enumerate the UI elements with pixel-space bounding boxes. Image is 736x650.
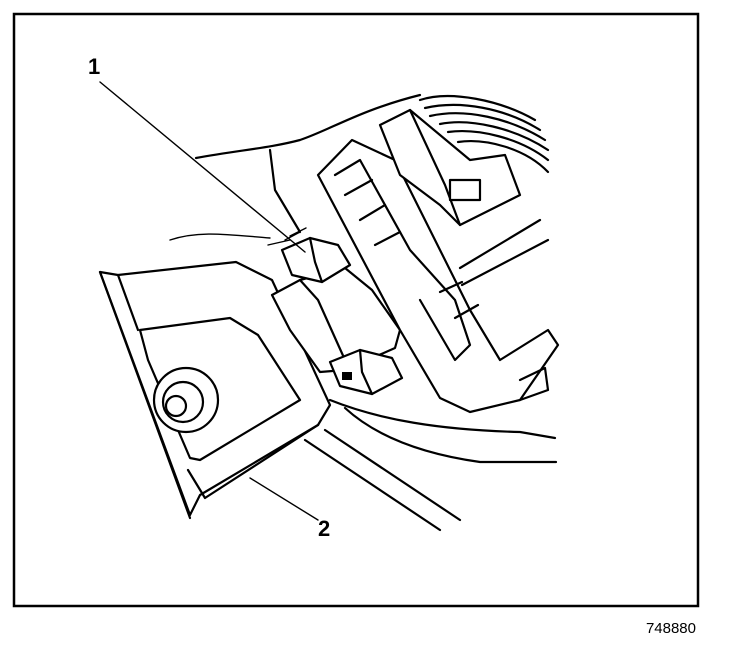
panel-edge-left — [169, 233, 271, 241]
connector-plug-latch — [448, 178, 482, 202]
connector-plug-face — [408, 108, 462, 227]
bracket-side-edge — [98, 270, 192, 520]
panel-edge-mid — [268, 148, 302, 234]
nut-lower-shadow — [342, 372, 352, 380]
nut-upper-hatch — [267, 227, 307, 246]
body-contour-lower2 — [343, 406, 558, 464]
connector-plug — [378, 108, 522, 227]
sensor-body-edge — [298, 278, 347, 362]
callout-2-leader — [249, 477, 319, 521]
callout-2-label: 2 — [318, 516, 331, 541]
connector-housing-ribs — [343, 178, 480, 320]
panel-edge-upper — [194, 93, 422, 160]
wire-4 — [438, 121, 550, 152]
wire-2 — [423, 103, 542, 132]
callout-1-label: 1 — [88, 54, 101, 79]
wire-3 — [428, 112, 547, 142]
bracket-lower-face — [186, 423, 320, 500]
nut-lower-face — [358, 348, 374, 396]
callout-1-leader — [99, 81, 306, 253]
body-contour-lower — [328, 398, 557, 440]
connector-tab — [518, 366, 550, 402]
bracket-arm-inner — [138, 316, 302, 462]
wire-1 — [418, 94, 537, 122]
bracket-top-edge — [116, 273, 140, 332]
rail-bottom-1 — [303, 438, 442, 532]
nut-upper-face — [308, 236, 324, 284]
rail-bottom-2 — [323, 428, 462, 522]
diagram-frame — [12, 12, 700, 608]
wire-5 — [446, 130, 550, 162]
bracket-bolt-mid — [161, 380, 205, 424]
bracket-bolt-inner — [164, 394, 188, 418]
connector-arm-right — [458, 218, 550, 287]
wire-6 — [456, 140, 550, 174]
connector-housing-inner — [333, 158, 472, 362]
figure-id: 748880 — [645, 620, 696, 637]
nut-lower — [328, 348, 404, 396]
